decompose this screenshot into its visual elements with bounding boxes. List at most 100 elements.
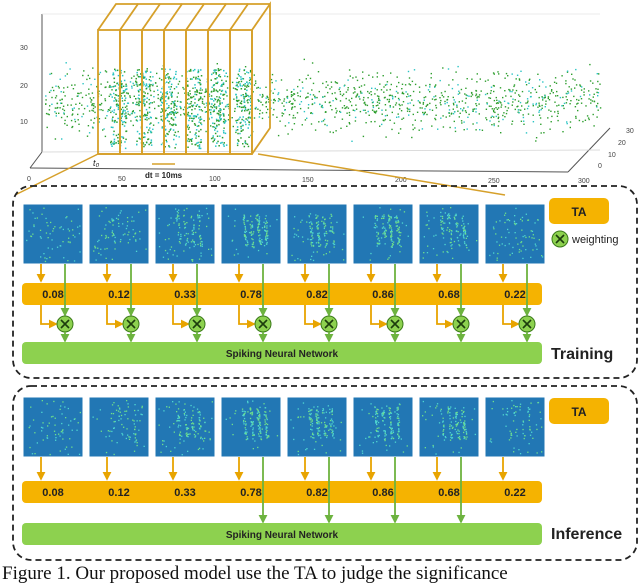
event-point [460, 120, 463, 122]
event-point [567, 90, 569, 93]
event-point [268, 116, 270, 118]
event-point [293, 88, 295, 91]
event-point [241, 77, 244, 80]
event-point [169, 77, 172, 80]
x-tick-label: 250 [488, 178, 500, 185]
event-point [150, 122, 152, 124]
event-point [71, 126, 73, 129]
event-point [216, 63, 218, 65]
event-point [182, 86, 184, 89]
event-point [123, 125, 126, 127]
event-point [267, 108, 269, 111]
inference-arrows [36, 457, 508, 524]
event-point [485, 108, 488, 110]
event-point [81, 96, 84, 99]
event-point [448, 84, 450, 86]
event-point [593, 125, 595, 127]
event-point [313, 102, 316, 104]
event-point [412, 90, 415, 93]
event-point [71, 98, 73, 100]
event-point [402, 93, 405, 95]
event-point [55, 95, 58, 97]
event-point [89, 77, 91, 80]
event-point [210, 98, 212, 100]
event-point [113, 100, 115, 102]
event-point [540, 132, 542, 134]
event-point [223, 108, 225, 110]
event-point [549, 128, 551, 130]
event-point [247, 72, 250, 74]
event-point [265, 97, 267, 99]
event-point [391, 111, 393, 114]
event-point [407, 70, 410, 73]
event-point [599, 107, 602, 109]
event-point [164, 100, 167, 102]
event-point [472, 110, 474, 112]
weight-value: 0.33 [174, 487, 195, 499]
event-point [409, 108, 411, 110]
event-point [244, 95, 246, 98]
event-point [475, 129, 477, 131]
event-point [435, 104, 437, 107]
event-point [149, 123, 151, 125]
event-point [240, 130, 242, 132]
event-point [223, 142, 225, 144]
event-point [409, 95, 412, 97]
event-point [187, 124, 189, 127]
event-point [166, 141, 168, 143]
event-point [307, 104, 310, 106]
event-point [382, 119, 384, 121]
event-point [503, 112, 505, 114]
event-point [197, 141, 199, 144]
event-point [194, 84, 196, 86]
event-point [112, 143, 114, 145]
event-point [212, 126, 214, 128]
event-point [113, 77, 115, 80]
event-point [201, 89, 203, 91]
event-point [196, 125, 199, 127]
event-point [216, 101, 218, 103]
event-point [399, 108, 401, 110]
event-point [171, 95, 173, 97]
event-point [197, 75, 200, 78]
event-point [372, 105, 374, 107]
event-point [242, 129, 244, 131]
event-point [125, 85, 127, 87]
event-point [398, 81, 400, 84]
event-point [248, 79, 251, 82]
event-point [122, 106, 124, 109]
event-point [225, 120, 227, 122]
event-point [133, 95, 135, 97]
event-point [463, 129, 465, 131]
event-point [400, 110, 403, 112]
event-point [548, 109, 550, 111]
event-point [294, 106, 296, 108]
event-point [376, 72, 379, 74]
event-point [200, 118, 203, 120]
event-point [59, 107, 61, 109]
event-point [461, 100, 464, 102]
event-point [414, 119, 416, 121]
event-point [192, 104, 195, 106]
event-point [583, 88, 585, 90]
event-point [493, 73, 495, 75]
event-point [265, 106, 267, 108]
event-point [135, 80, 137, 83]
event-point [240, 127, 242, 130]
event-point [243, 106, 245, 108]
event-point [563, 102, 566, 105]
event-point [243, 145, 246, 148]
event-point [149, 116, 152, 118]
event-point [558, 104, 560, 106]
event-point [187, 138, 190, 140]
event-point [429, 102, 431, 105]
event-point [113, 130, 115, 133]
event-point [402, 117, 405, 119]
event-point [198, 145, 201, 148]
event-point [347, 107, 350, 109]
event-point [247, 108, 250, 111]
event-point [248, 82, 251, 84]
event-point [311, 112, 314, 115]
event-point [527, 100, 529, 102]
